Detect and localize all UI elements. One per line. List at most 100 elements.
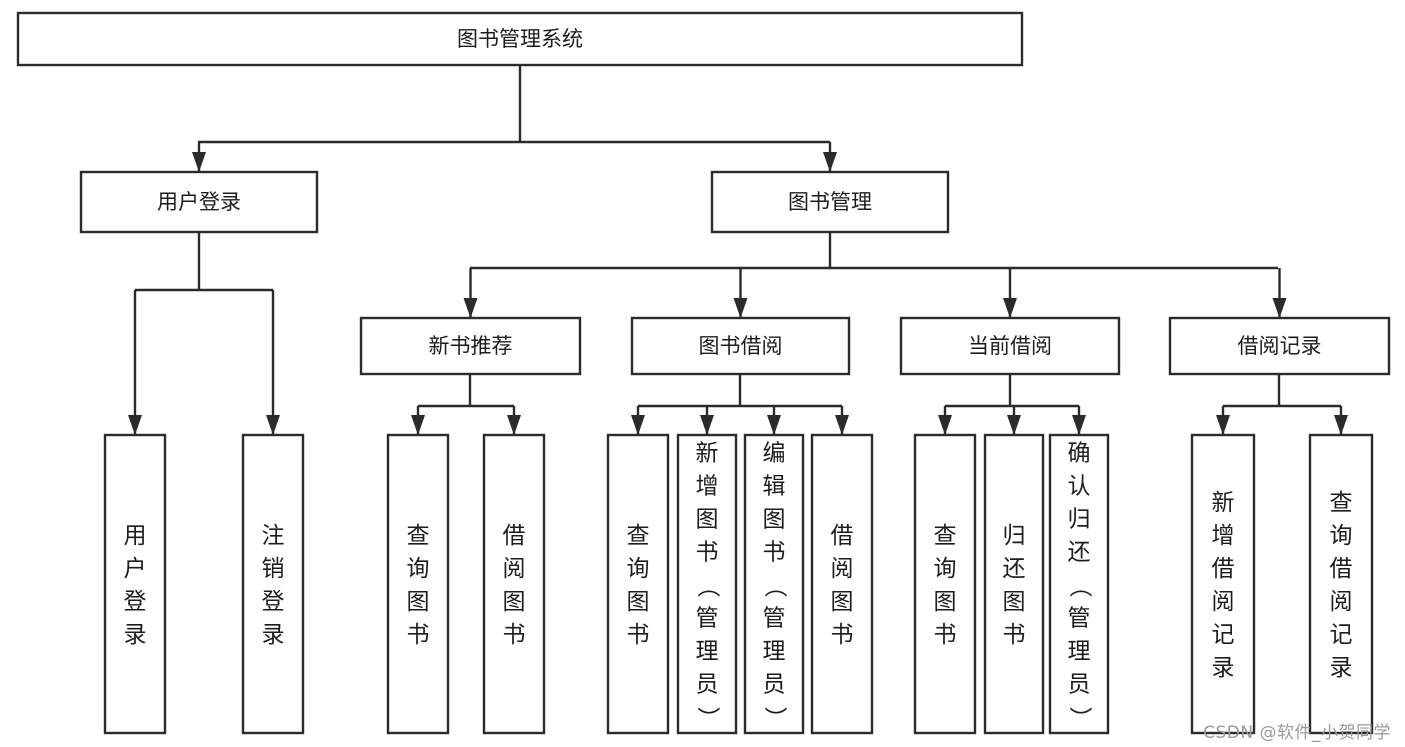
- edge-book-manage-to-borrow-record: [1272, 268, 1287, 318]
- node-borrow-record[interactable]: 借阅记录: [1168, 316, 1391, 376]
- edge-new-book-rec-to-leaf-borrow-book-1: [507, 406, 521, 435]
- edge-book-borrow-to-leaf-add-book: [700, 406, 714, 435]
- node-label-char: 登: [262, 589, 285, 615]
- node-label-char: 用: [124, 523, 147, 549]
- node-label-char: 书: [934, 622, 957, 648]
- node-label-char: （: [762, 575, 788, 598]
- node-label: 图书管理系统: [457, 27, 583, 51]
- node-label-char: ）: [1067, 707, 1093, 730]
- edge-user-login-to-leaf-logout: [266, 290, 280, 435]
- node-label-char: 理: [1068, 639, 1091, 665]
- edge-borrow-record-to-leaf-query-record: [1334, 406, 1348, 435]
- node-new-book-rec[interactable]: 新书推荐: [359, 316, 582, 376]
- node-label-char: 认: [1068, 474, 1091, 500]
- node-label-char: 注: [262, 523, 285, 549]
- node-label-char: 增: [1212, 523, 1235, 549]
- node-label-char: 图: [1003, 589, 1026, 615]
- node-label-char: ）: [762, 707, 788, 730]
- edge-current-borrow-to-leaf-query-book-3: [938, 406, 952, 435]
- connector-bus-book-manage: [470, 232, 1278, 270]
- node-label-char: 借: [503, 523, 526, 549]
- edge-book-borrow-to-leaf-query-book-2: [631, 406, 645, 435]
- node-label-char: 户: [124, 556, 147, 582]
- node-label-char: 录: [262, 622, 285, 648]
- node-label-char: 书: [503, 622, 526, 648]
- node-label-char: 图: [407, 589, 430, 615]
- edge-root-to-book-manage: [823, 142, 837, 172]
- node-label-char: 图: [503, 589, 526, 615]
- edge-book-manage-to-new-book-rec: [463, 268, 478, 318]
- node-label-char: 登: [124, 589, 147, 615]
- node-label-char: 辑: [763, 474, 786, 500]
- node-label-char: 书: [627, 622, 650, 648]
- connector-bus-current-borrow: [945, 374, 1079, 408]
- node-label-char: 还: [1068, 540, 1091, 566]
- edge-user-login-to-leaf-user-login: [128, 290, 142, 435]
- node-label-char: 录: [124, 622, 147, 648]
- edge-current-borrow-to-leaf-confirm-return: [1072, 406, 1086, 435]
- node-label-char: 录: [1212, 655, 1235, 681]
- node-label: 用户登录: [157, 190, 241, 214]
- node-label-char: 阅: [503, 556, 526, 582]
- node-layer: 图书管理系统用户登录图书管理新书推荐图书借阅当前借阅借阅记录用户登录注销登录查询…: [16, 11, 1391, 735]
- node-label-char: 员: [696, 672, 719, 698]
- node-label-char: 阅: [1330, 589, 1353, 615]
- node-root[interactable]: 图书管理系统: [16, 11, 1024, 67]
- connector-bus-book-borrow: [638, 374, 842, 408]
- node-label-char: 询: [627, 556, 650, 582]
- node-label-char: 理: [696, 639, 719, 665]
- node-label-char: 书: [407, 622, 430, 648]
- edge-book-manage-to-current-borrow: [1003, 268, 1017, 318]
- node-label: 当前借阅: [968, 334, 1052, 358]
- node-label-char: 图: [831, 589, 854, 615]
- node-label-char: 阅: [831, 556, 854, 582]
- node-label-char: 图: [627, 589, 650, 615]
- node-label-char: 记: [1212, 622, 1235, 648]
- node-label-char: 新: [696, 441, 719, 467]
- node-label-char: 理: [763, 639, 786, 665]
- node-user-login[interactable]: 用户登录: [79, 170, 319, 234]
- node-label-char: 查: [934, 523, 957, 549]
- connector-bus-borrow-record: [1223, 374, 1341, 408]
- node-label-char: 借: [831, 523, 854, 549]
- node-label-char: 询: [934, 556, 957, 582]
- node-label-char: 管: [763, 606, 786, 632]
- node-label-char: 图: [934, 589, 957, 615]
- edge-book-borrow-to-leaf-edit-book: [767, 406, 781, 435]
- edge-new-book-rec-to-leaf-query-book-1: [411, 406, 425, 435]
- node-label-char: 管: [696, 606, 719, 632]
- edge-root-to-user-login: [192, 142, 206, 172]
- edge-book-manage-to-book-borrow: [733, 268, 748, 318]
- node-label-char: 查: [1330, 490, 1353, 516]
- node-book-manage[interactable]: 图书管理: [710, 170, 950, 234]
- node-leaf-user-login[interactable]: 用户登录: [103, 433, 167, 735]
- node-label-char: ）: [695, 707, 721, 730]
- node-book-borrow[interactable]: 图书借阅: [630, 316, 851, 376]
- node-label-char: 管: [1068, 606, 1091, 632]
- node-label-char: 员: [763, 672, 786, 698]
- node-label-char: 借: [1330, 556, 1353, 582]
- node-current-borrow[interactable]: 当前借阅: [899, 316, 1121, 376]
- node-label-char: 书: [696, 540, 719, 566]
- edge-book-borrow-to-leaf-borrow-book-2: [835, 406, 849, 435]
- connector-bus-root: [198, 65, 830, 144]
- node-label-char: 员: [1068, 672, 1091, 698]
- connector-bus-new-book-rec: [418, 374, 514, 408]
- node-label-char: 书: [831, 622, 854, 648]
- node-label-char: 销: [262, 556, 285, 582]
- node-label-char: 借: [1212, 556, 1235, 582]
- edge-current-borrow-to-leaf-return-book: [1007, 406, 1021, 435]
